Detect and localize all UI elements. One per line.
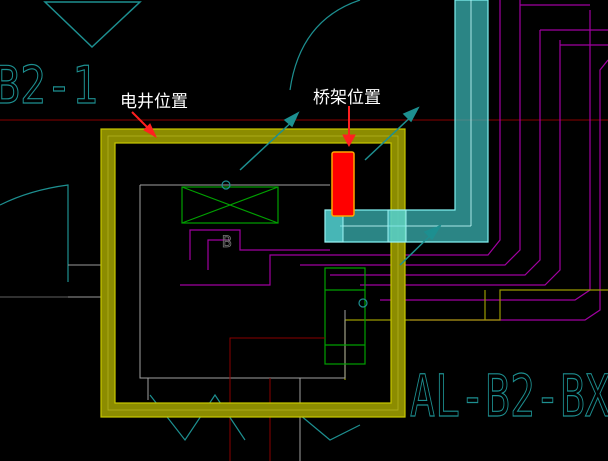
shaft-position-callout: 电井位置 (120, 92, 188, 112)
teal-arc (289, 0, 361, 91)
tray-position-callout: 桥架位置 (313, 88, 381, 108)
small-equipment-tag: B (222, 232, 232, 251)
junction-symbol-top (221, 180, 231, 190)
teal-leader-lines (239, 106, 442, 266)
electric-shaft (100, 128, 406, 418)
tray-position-marker (331, 151, 355, 217)
junction-symbol-right (358, 298, 368, 308)
teal-triangle-marker (43, 1, 142, 49)
callout-arrows (131, 106, 356, 148)
white-room-outline (139, 184, 346, 461)
green-equipment (181, 186, 366, 365)
cable-tray (324, 0, 489, 243)
teal-left-curve (0, 184, 69, 282)
right-grid-ref-label: AL-B2-BX (410, 362, 608, 430)
left-grid-ref-label: B2-1 (0, 56, 98, 116)
red-lower-lines (229, 337, 325, 461)
magenta-wiring (180, 0, 608, 321)
